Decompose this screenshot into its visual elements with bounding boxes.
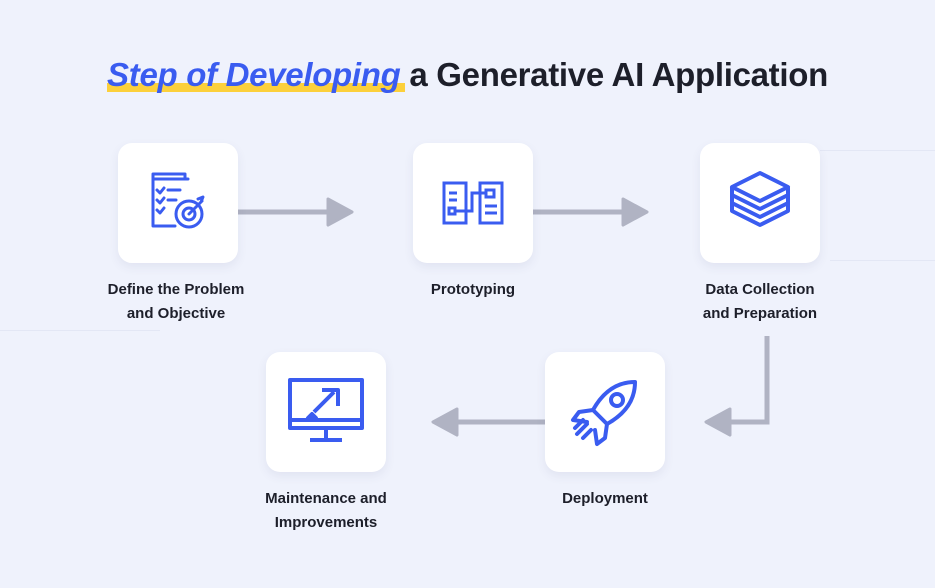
stacked-layers-icon — [730, 171, 790, 227]
label-line: Prototyping — [430, 281, 516, 298]
checklist-target-icon — [151, 172, 205, 229]
step-box-deployment — [545, 352, 665, 472]
step-box-data-collection — [700, 143, 820, 263]
arrow-3-to-4 — [728, 336, 770, 425]
label-line: and Objective — [126, 305, 226, 322]
label-line: Define the Problem — [107, 281, 245, 298]
monitor-arrow-icon — [288, 378, 364, 442]
label-line: Maintenance and — [265, 490, 387, 507]
step-label-define-problem: Define the Problem and Objective — [76, 278, 276, 326]
step-box-define-problem — [118, 143, 238, 263]
background-circuit-line — [0, 330, 160, 331]
step-box-prototyping — [413, 143, 533, 263]
title-rest: a Generative AI Application — [400, 56, 828, 93]
page-title: Step of Developing a Generative AI Appli… — [0, 56, 935, 94]
step-label-prototyping: Prototyping — [373, 278, 573, 302]
prototype-blocks-icon — [442, 181, 504, 225]
background-circuit-line — [820, 150, 935, 151]
step-box-maintenance — [266, 352, 386, 472]
label-line: Improvements — [274, 514, 378, 531]
step-label-deployment: Deployment — [505, 487, 705, 511]
background-circuit-line — [830, 260, 935, 261]
title-highlight: Step of Developing — [107, 56, 405, 93]
label-line: and Preparation — [702, 305, 818, 322]
rocket-icon — [571, 380, 637, 446]
label-line: Deployment — [562, 490, 648, 507]
label-line: Data Collection — [705, 281, 815, 298]
step-label-data-collection: Data Collection and Preparation — [660, 278, 860, 326]
